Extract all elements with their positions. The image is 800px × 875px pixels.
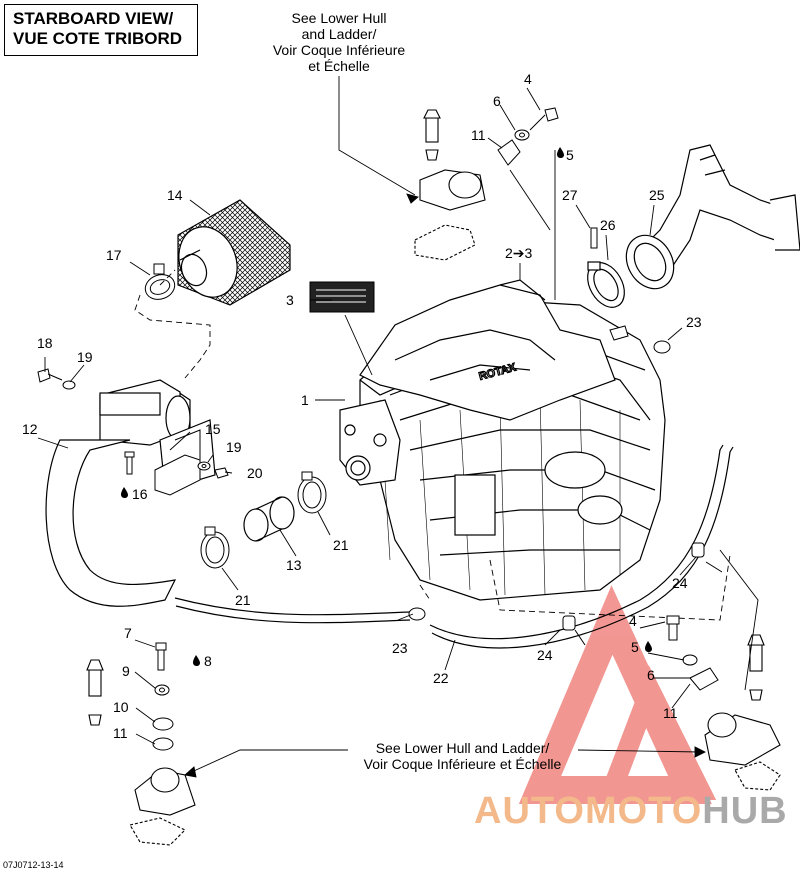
note-top-line-4: et Échelle <box>308 58 370 74</box>
callout-6-bottom: 6 <box>647 667 655 683</box>
clip-24-b <box>562 615 586 646</box>
note-bottom-line-2: Voir Coque Inférieure et Échelle <box>363 756 562 772</box>
callout-5-bottom: 5 <box>631 639 639 655</box>
throttle-body <box>339 399 401 486</box>
engine-mount-top <box>414 109 486 261</box>
hose-fitting <box>609 325 629 341</box>
pin-27 <box>590 227 598 249</box>
callout-17: 17 <box>106 247 122 263</box>
assembly-guide-lines <box>134 269 731 621</box>
note-top-line-3: Voir Coque Inférieure <box>272 42 406 58</box>
watermark-text-part-1: AUTOMOTO <box>474 790 703 832</box>
callout-23-top: 23 <box>686 314 702 330</box>
callout-14: 14 <box>167 187 183 203</box>
bolt-16 <box>124 451 135 475</box>
shim-11-right <box>689 667 719 691</box>
callout-4-bottom: 4 <box>629 613 637 629</box>
callout-15: 15 <box>205 421 221 437</box>
callout-16: 16 <box>132 486 148 502</box>
drop-icon <box>120 147 652 667</box>
callout-11-top: 11 <box>471 127 486 143</box>
bolt-4-bottom <box>666 615 680 641</box>
bracket-15 <box>154 429 201 496</box>
callout-11-left: 11 <box>113 725 128 741</box>
callout-7: 7 <box>124 625 132 641</box>
sleeve-13 <box>243 496 295 542</box>
note-top-line-1: See Lower Hull <box>291 10 387 26</box>
callout-21-right: 21 <box>333 537 349 553</box>
note-lower-hull-bottom: See Lower Hull and Ladder/ Voir Coque In… <box>340 740 585 772</box>
callout-19-left: 19 <box>77 349 93 365</box>
note-top-line-2: and Ladder/ <box>301 26 377 42</box>
callout-8: 8 <box>204 653 212 669</box>
air-filter <box>177 199 291 306</box>
watermark-text: AUTOMOTOHUB <box>474 790 788 833</box>
decal-3 <box>309 281 375 313</box>
exhaust-clamp-26 <box>587 261 625 308</box>
clamp-23-b <box>653 340 671 354</box>
nut-20 <box>214 467 229 479</box>
clip-24-a <box>691 542 723 573</box>
callout-13: 13 <box>286 557 302 573</box>
washer-6-bottom <box>682 654 698 666</box>
washer-9 <box>154 684 170 696</box>
callout-9: 9 <box>122 663 130 679</box>
callout-2-3: 2➔3 <box>505 245 533 261</box>
callout-3: 3 <box>286 292 294 308</box>
callout-23-bottom: 23 <box>392 640 408 656</box>
callout-26: 26 <box>600 217 616 233</box>
bolt-4-top <box>529 107 559 131</box>
callout-24-right: 24 <box>672 575 688 591</box>
view-title-box: STARBOARD VIEW/ VUE COTE TRIBORD <box>4 4 198 56</box>
callout-12: 12 <box>22 421 38 437</box>
drawing-number: 07J0712-13-14 <box>3 860 64 870</box>
note-lower-hull-top: See Lower Hull and Ladder/ Voir Coque In… <box>250 10 428 74</box>
shim-10 <box>152 717 174 731</box>
shim-11-top <box>497 139 521 166</box>
callout-6-top: 6 <box>493 93 501 109</box>
watermark-text-part-2: HUB <box>702 790 788 832</box>
clamp-21-a <box>297 471 327 514</box>
callout-19-right: 19 <box>226 439 242 455</box>
intake-silencer-12 <box>45 379 216 607</box>
clamp-17 <box>144 263 176 300</box>
callout-4-top: 4 <box>524 71 532 87</box>
shim-11-left <box>152 737 174 751</box>
exhaust-pipe-25 <box>625 144 800 290</box>
view-title-line-2: VUE COTE TRIBORD <box>13 29 183 48</box>
callout-24-bottom: 24 <box>537 647 553 663</box>
clamp-23-a <box>408 607 426 621</box>
note-arrows <box>184 193 707 778</box>
view-title-line-1: STARBOARD VIEW/ <box>13 9 174 28</box>
callout-21-left: 21 <box>235 592 251 608</box>
washer-19 <box>197 461 211 471</box>
bolt-18 <box>37 368 76 390</box>
callout-10: 10 <box>113 699 129 715</box>
callout-5-top: 5 <box>566 147 574 163</box>
callout-22: 22 <box>433 670 449 686</box>
callout-20: 20 <box>247 465 263 481</box>
engine-mount-bottom-left <box>86 659 196 846</box>
bolt-7 <box>155 642 167 671</box>
leader-lines <box>37 76 759 745</box>
clamp-21-b <box>200 526 230 569</box>
engine-cover: ROTAX <box>359 279 616 421</box>
callout-11-right: 11 <box>663 705 678 721</box>
note-bottom-line-1: See Lower Hull and Ladder/ <box>375 740 550 756</box>
drain-hose-22 <box>174 444 734 649</box>
callout-1: 1 <box>301 392 309 408</box>
callout-18: 18 <box>37 335 53 351</box>
watermark-logo-icon <box>518 585 717 804</box>
engine-mount-bottom-right <box>704 634 781 791</box>
callout-25: 25 <box>649 187 665 203</box>
washer-6-top <box>514 129 530 141</box>
callout-27: 27 <box>562 187 578 203</box>
